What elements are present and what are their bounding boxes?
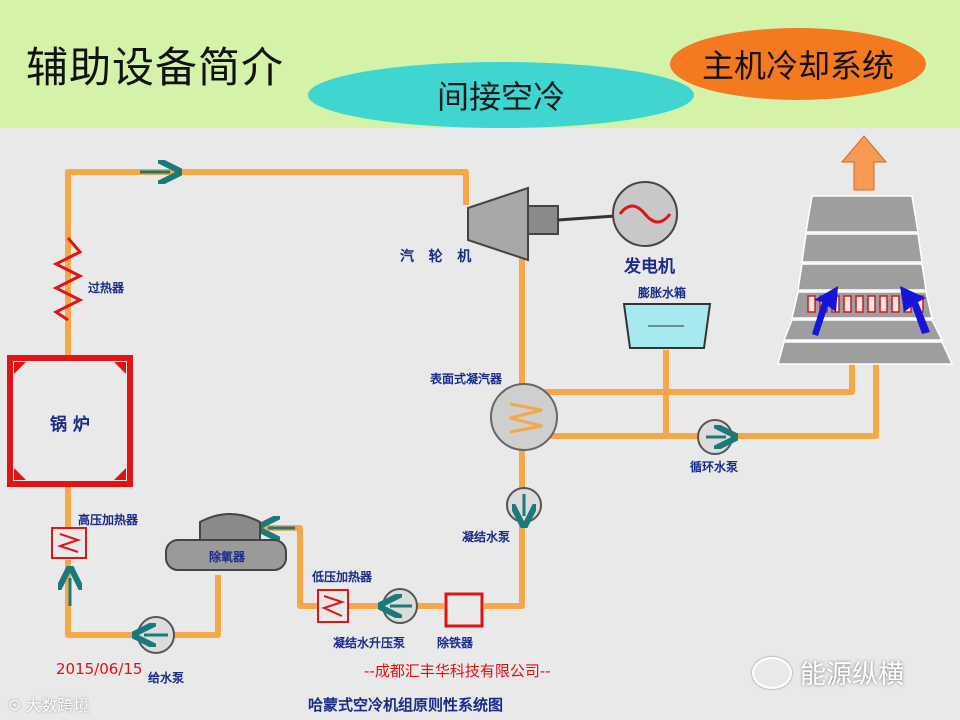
iron-remover-label: 除铁器 <box>437 636 474 650</box>
pipe-bottom-line <box>262 525 444 609</box>
main-cooling-system-pill: 主机冷却系统 <box>670 28 926 100</box>
condenser-shell <box>490 383 558 451</box>
booster-pump-label: 凝结水升压泵 <box>333 636 406 650</box>
generator-wave <box>618 204 672 224</box>
turbine-label: 汽 轮 机 <box>400 249 472 265</box>
pipe-cooling-return <box>540 360 879 439</box>
boiler-label: 锅 炉 <box>50 415 90 435</box>
indirect-air-cooling-pill: 间接空冷 <box>308 62 694 128</box>
exhaust-arrow <box>840 135 888 191</box>
lp-heater-coil <box>321 595 346 617</box>
page-title: 辅助设备简介 <box>26 43 285 92</box>
expansion-tank-label: 膨胀水箱 <box>638 286 687 300</box>
turbine-body <box>467 186 529 262</box>
iron-remover-box <box>444 592 484 628</box>
turbine-coupling <box>527 205 559 235</box>
superheater-label: 过热器 <box>88 281 125 295</box>
deaerator-dome <box>199 513 261 541</box>
watermark-right-text: 能源纵横 <box>800 660 905 690</box>
watermark-left: ⊙ 大数跨境 <box>8 692 89 716</box>
air-arrow-right <box>900 286 930 334</box>
hp-heater-coil <box>56 533 82 553</box>
wechat-icon <box>752 656 792 689</box>
watermark-left-logo-icon: ⊙ <box>8 694 22 714</box>
circ-pump-label: 循环水泵 <box>690 460 739 474</box>
air-arrow-left <box>812 286 838 336</box>
main-cooling-system-label: 主机冷却系统 <box>701 47 894 85</box>
hp-heater-label: 高压加热器 <box>78 513 139 527</box>
condenser-coil <box>509 402 543 434</box>
cooling-tower <box>777 195 954 365</box>
boiler-box <box>7 355 133 487</box>
generator-label: 发电机 <box>624 257 675 277</box>
watermark-right: 能源纵横 <box>752 654 904 691</box>
feed-pump-label: 给水泵 <box>148 671 185 685</box>
pipe-condenser-to-iron-remover <box>484 445 525 609</box>
lp-heater-label: 低压加热器 <box>312 570 373 584</box>
diagram-caption: 哈蒙式空冷机组原则性系统图 <box>308 696 504 714</box>
watermark-left-text: 大数跨境 <box>25 696 90 715</box>
pipe-cooling-supply <box>540 360 855 395</box>
condenser-label: 表面式凝汽器 <box>430 372 503 386</box>
pipe-boiler-to-turbine <box>65 169 469 360</box>
date-stamp: 2015/06/15 <box>56 660 143 678</box>
indirect-air-cooling-label: 间接空冷 <box>436 78 565 116</box>
turbine-shaft <box>557 214 616 222</box>
deaerator-label: 除氧器 <box>209 550 246 564</box>
superheater-coil <box>52 237 84 322</box>
company-credit: --成都汇丰华科技有限公司-- <box>364 662 551 680</box>
condensate-pump-label: 凝结水泵 <box>462 530 511 544</box>
